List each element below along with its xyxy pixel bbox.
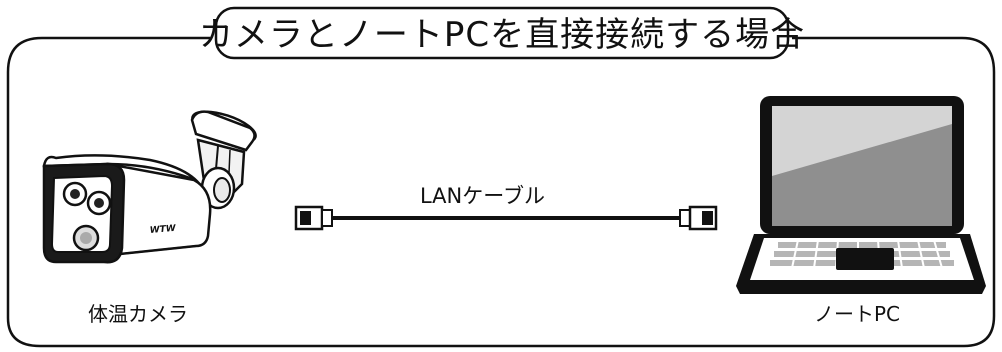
lan-cable-label: LANケーブル bbox=[420, 184, 545, 208]
camera-label: 体温カメラ bbox=[88, 302, 188, 326]
title-box bbox=[214, 6, 790, 60]
laptop-illustration bbox=[736, 96, 986, 294]
outer-frame bbox=[6, 36, 996, 348]
diagram-title: カメラとノートPCを直接接続する場合 bbox=[198, 14, 806, 55]
camera-brand-mark: WTW bbox=[149, 224, 177, 236]
thermal-camera-illustration: WTW bbox=[42, 110, 257, 264]
laptop-label: ノートPC bbox=[814, 302, 901, 326]
lan-cable-illustration bbox=[294, 205, 718, 231]
